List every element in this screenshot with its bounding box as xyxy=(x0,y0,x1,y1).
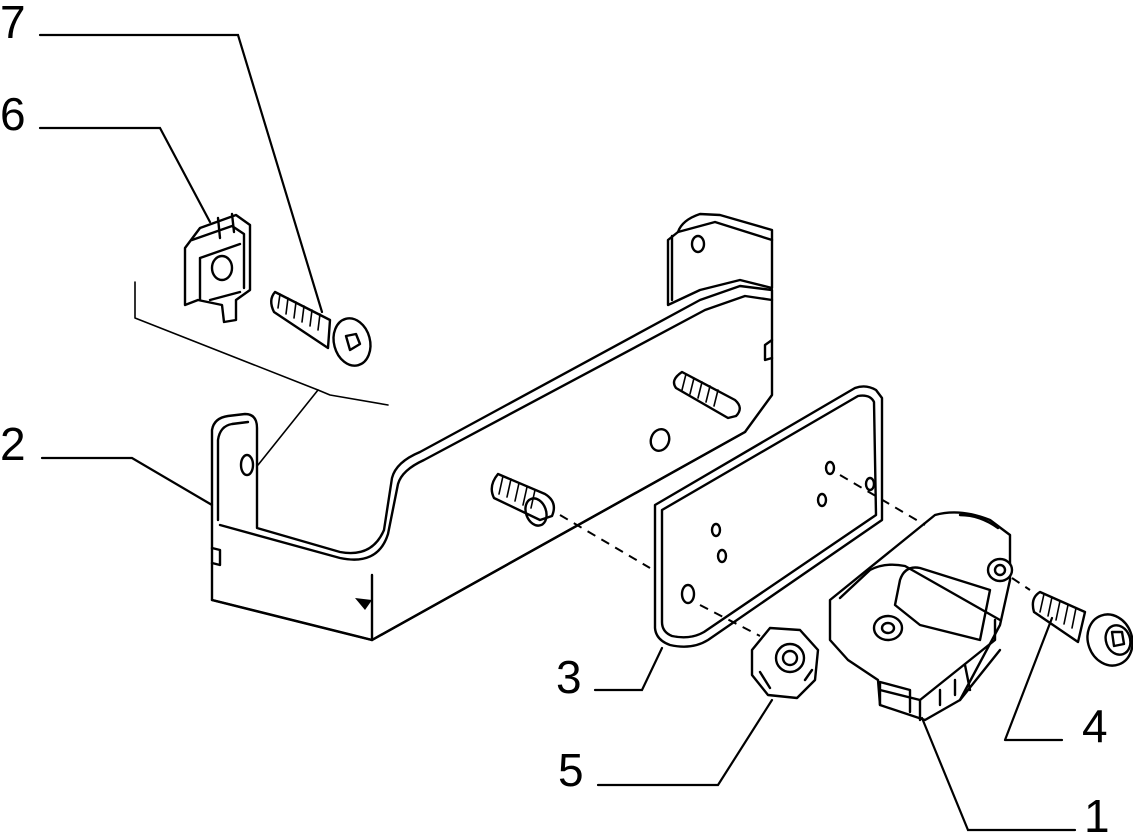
screw-4 xyxy=(1031,590,1133,667)
bracket-stud-lower xyxy=(490,472,556,527)
leader-line-3 xyxy=(593,646,664,692)
axis-module-to-screw xyxy=(1011,577,1031,591)
axis-plate-to-module xyxy=(839,474,926,526)
mounting-plate xyxy=(653,385,884,648)
mounting-bracket xyxy=(134,212,774,642)
axis-plate-to-nut xyxy=(699,604,761,637)
callout-2: 2 xyxy=(0,418,26,470)
ignition-module xyxy=(828,511,1014,722)
clip-nut-6 xyxy=(183,212,252,324)
callout-1: 1 xyxy=(1084,790,1110,835)
callout-5: 5 xyxy=(558,744,584,796)
leader-line-4 xyxy=(1003,616,1064,742)
leader-line-6 xyxy=(38,126,212,224)
callout-7: 7 xyxy=(0,0,26,48)
leader-line-5 xyxy=(596,698,774,787)
callout-6: 6 xyxy=(0,88,26,140)
leader-line-1 xyxy=(920,716,1077,832)
callout-3: 3 xyxy=(556,651,582,703)
axis-stud-to-nut xyxy=(559,514,651,569)
bracket-stud-upper xyxy=(672,370,741,420)
leader-line-2 xyxy=(40,456,214,507)
callout-4: 4 xyxy=(1082,700,1108,752)
nut-5 xyxy=(750,626,820,700)
leader-line-7 xyxy=(38,33,324,314)
screw-7 xyxy=(270,290,372,367)
